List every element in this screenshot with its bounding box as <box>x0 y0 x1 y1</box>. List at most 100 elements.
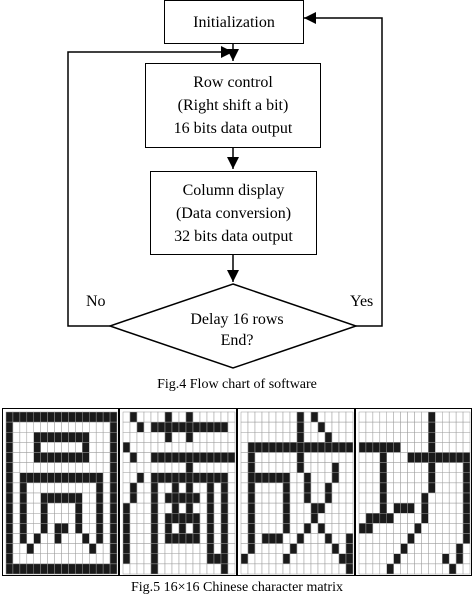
matrix-cell-off <box>442 543 450 555</box>
matrix-cell-off <box>435 492 443 504</box>
matrix-cell-on <box>303 482 312 494</box>
matrix-cell-off <box>289 421 298 433</box>
matrix-cell-off <box>338 563 347 575</box>
matrix-cell-off <box>227 462 236 474</box>
matrix-cell-off <box>324 553 333 565</box>
matrix-cell-off <box>310 452 319 463</box>
matrix-cell-off <box>171 523 180 534</box>
matrix-cell-off <box>206 462 215 474</box>
matrix-cell-off <box>358 513 367 524</box>
matrix-cell-off <box>220 442 229 453</box>
character-matrix-row <box>2 408 472 576</box>
matrix-cell-off <box>157 411 166 423</box>
matrix-cell-off <box>400 533 408 544</box>
matrix-cell-off <box>227 502 236 514</box>
matrix-cell-off <box>393 523 401 534</box>
matrix-cell-off <box>150 462 159 474</box>
decision-line-1: Delay 16 rows <box>190 311 284 328</box>
matrix-cell-off <box>82 513 90 524</box>
matrix-cell-off <box>324 543 333 555</box>
matrix-cell-off <box>303 462 312 474</box>
matrix-cell-off <box>261 452 270 463</box>
matrix-cell-off <box>282 533 291 544</box>
matrix-cell-off <box>261 553 270 565</box>
matrix-cell-on <box>5 472 14 484</box>
matrix-cell-on <box>462 472 471 484</box>
matrix-cell-on <box>5 513 14 524</box>
matrix-cell-off <box>414 442 422 453</box>
matrix-cell-off <box>33 421 41 433</box>
matrix-cell-on <box>109 462 118 474</box>
matrix-cell-on <box>164 472 173 484</box>
matrix-cell-off <box>157 432 166 443</box>
matrix-cell-off <box>414 513 422 524</box>
matrix-cell-off <box>324 513 333 524</box>
matrix-cell-on <box>157 421 166 433</box>
matrix-cell-off <box>192 442 201 453</box>
matrix-cell-off <box>26 452 34 463</box>
matrix-cell-off <box>275 553 284 565</box>
matrix-cell-on <box>33 563 41 575</box>
matrix-cell-off <box>150 442 159 453</box>
matrix-cell-on <box>220 421 229 433</box>
matrix-cell-on <box>303 492 312 504</box>
matrix-cell-off <box>185 543 194 555</box>
matrix-cell-off <box>386 452 394 463</box>
matrix-cell-off <box>261 421 270 433</box>
matrix-cell-off <box>261 563 270 575</box>
matrix-cell-on <box>345 563 354 575</box>
matrix-cell-off <box>331 502 340 514</box>
matrix-cell-off <box>303 432 312 443</box>
matrix-cell-off <box>448 533 457 544</box>
matrix-cell-off <box>282 432 291 443</box>
matrix-cell-off <box>407 411 415 423</box>
matrix-cell-off <box>95 421 104 433</box>
matrix-cell-off <box>129 432 138 443</box>
matrix-cell-off <box>26 421 34 433</box>
matrix-cell-on <box>19 523 28 534</box>
matrix-cell-on <box>428 472 436 484</box>
matrix-cell-off <box>275 492 284 504</box>
matrix-cell-off <box>386 523 394 534</box>
matrix-cell-off <box>296 513 305 524</box>
matrix-cell-off <box>47 523 55 534</box>
matrix-cell-off <box>19 421 28 433</box>
matrix-cell-off <box>365 421 374 433</box>
matrix-cell-off <box>122 482 131 494</box>
matrix-cell-off <box>227 533 236 544</box>
matrix-cell-off <box>136 523 145 534</box>
matrix-cell-off <box>268 421 277 433</box>
matrix-cell-off <box>12 553 21 565</box>
matrix-cell-off <box>261 523 270 534</box>
matrix-cell-on <box>220 553 229 565</box>
matrix-cell-on <box>109 553 118 565</box>
matrix-cell-off <box>82 492 90 504</box>
matrix-cell-on <box>372 513 381 524</box>
matrix-cell-on <box>317 523 326 534</box>
matrix-cell-on <box>82 411 90 423</box>
matrix-cell-off <box>372 523 381 534</box>
matrix-cell-off <box>68 482 76 494</box>
matrix-cell-off <box>268 432 277 443</box>
matrix-cell-on <box>206 553 215 565</box>
matrix-cell-off <box>448 513 457 524</box>
matrix-cell-on <box>5 442 14 453</box>
matrix-cell-off <box>331 523 340 534</box>
matrix-cell-off <box>143 492 152 504</box>
matrix-cell-on <box>386 442 394 453</box>
matrix-cell-off <box>448 411 457 423</box>
matrix-cell-on <box>75 523 83 534</box>
flowchart-diagram <box>67 11 383 369</box>
matrix-cell-off <box>372 563 381 575</box>
matrix-cell-off <box>68 553 76 565</box>
matrix-cell-off <box>407 513 415 524</box>
matrix-cell-off <box>12 421 21 433</box>
row-control-line-2: (Right shift a bit) <box>177 97 289 114</box>
matrix-cell-on <box>54 411 62 423</box>
matrix-cell-off <box>102 462 111 474</box>
matrix-cell-off <box>68 513 76 524</box>
matrix-cell-on <box>296 411 305 423</box>
matrix-cell-off <box>40 482 48 494</box>
matrix-cell-off <box>379 421 387 433</box>
matrix-cell-off <box>82 502 90 514</box>
